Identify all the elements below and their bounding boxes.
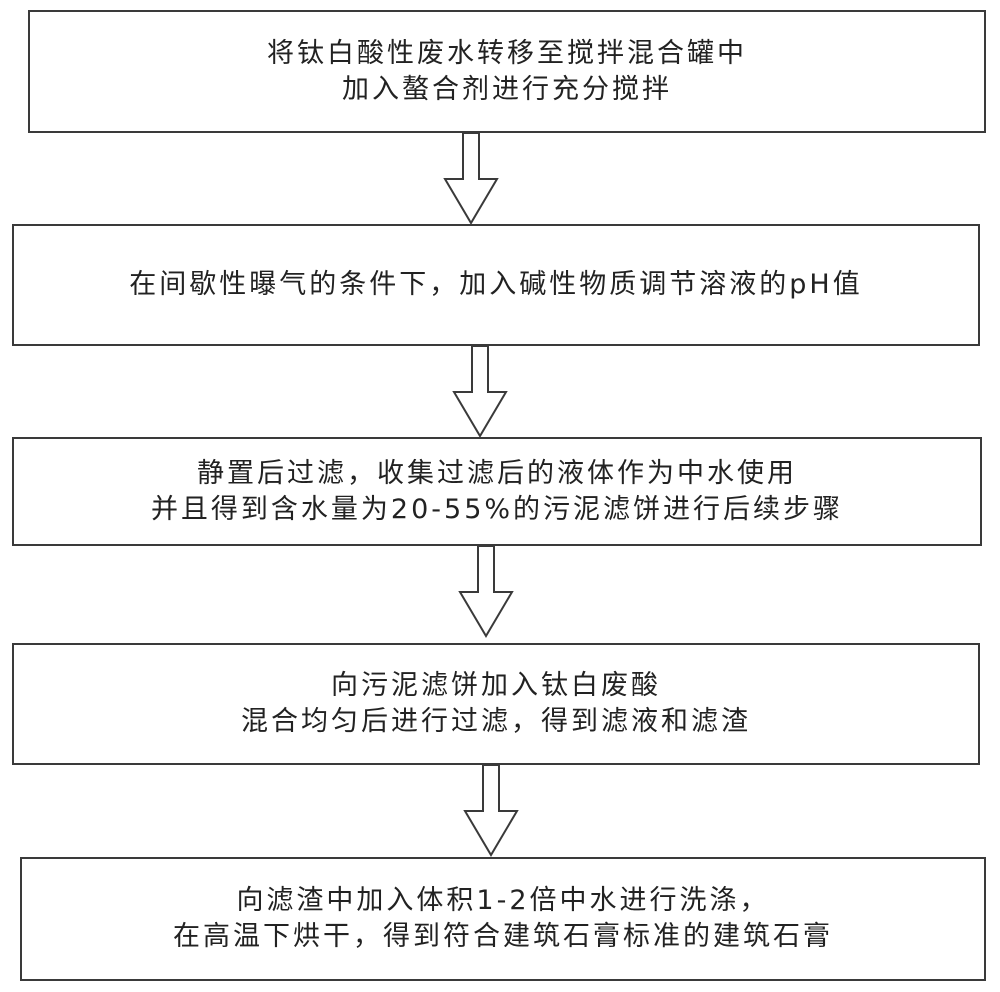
step-1-line-1: 将钛白酸性废水转移至搅拌混合罐中 <box>267 37 747 69</box>
flow-step-1: 将钛白酸性废水转移至搅拌混合罐中 加入螯合剂进行充分搅拌 <box>28 10 986 133</box>
step-1-line-2: 加入螯合剂进行充分搅拌 <box>342 73 672 105</box>
flow-step-4: 向污泥滤饼加入钛白废酸 混合均匀后进行过滤，得到滤液和滤渣 <box>12 643 980 765</box>
step-2-line-1: 在间歇性曝气的条件下，加入碱性物质调节溶液的pH值 <box>129 269 863 300</box>
flow-step-5: 向滤渣中加入体积1-2倍中水进行洗涤， 在高温下烘干，得到符合建筑石膏标准的建筑… <box>20 857 986 981</box>
down-arrow-icon <box>461 765 521 857</box>
step-3-line-1: 静置后过滤，收集过滤后的液体作为中水使用 <box>197 457 797 489</box>
step-4-line-1: 向污泥滤饼加入钛白废酸 <box>331 670 661 701</box>
step-4-line-2: 混合均匀后进行过滤，得到滤液和滤渣 <box>241 706 751 737</box>
step-5-line-2: 在高温下烘干，得到符合建筑石膏标准的建筑石膏 <box>173 921 833 952</box>
step-5-line-1: 向滤渣中加入体积1-2倍中水进行洗涤， <box>236 885 770 916</box>
step-3-line-2: 并且得到含水量为20-55%的污泥滤饼进行后续步骤 <box>150 493 844 525</box>
down-arrow-icon <box>441 133 501 225</box>
flow-step-3: 静置后过滤，收集过滤后的液体作为中水使用 并且得到含水量为20-55%的污泥滤饼… <box>12 437 982 546</box>
down-arrow-icon <box>450 346 510 438</box>
down-arrow-icon <box>456 546 516 638</box>
flow-step-2: 在间歇性曝气的条件下，加入碱性物质调节溶液的pH值 <box>12 224 980 346</box>
